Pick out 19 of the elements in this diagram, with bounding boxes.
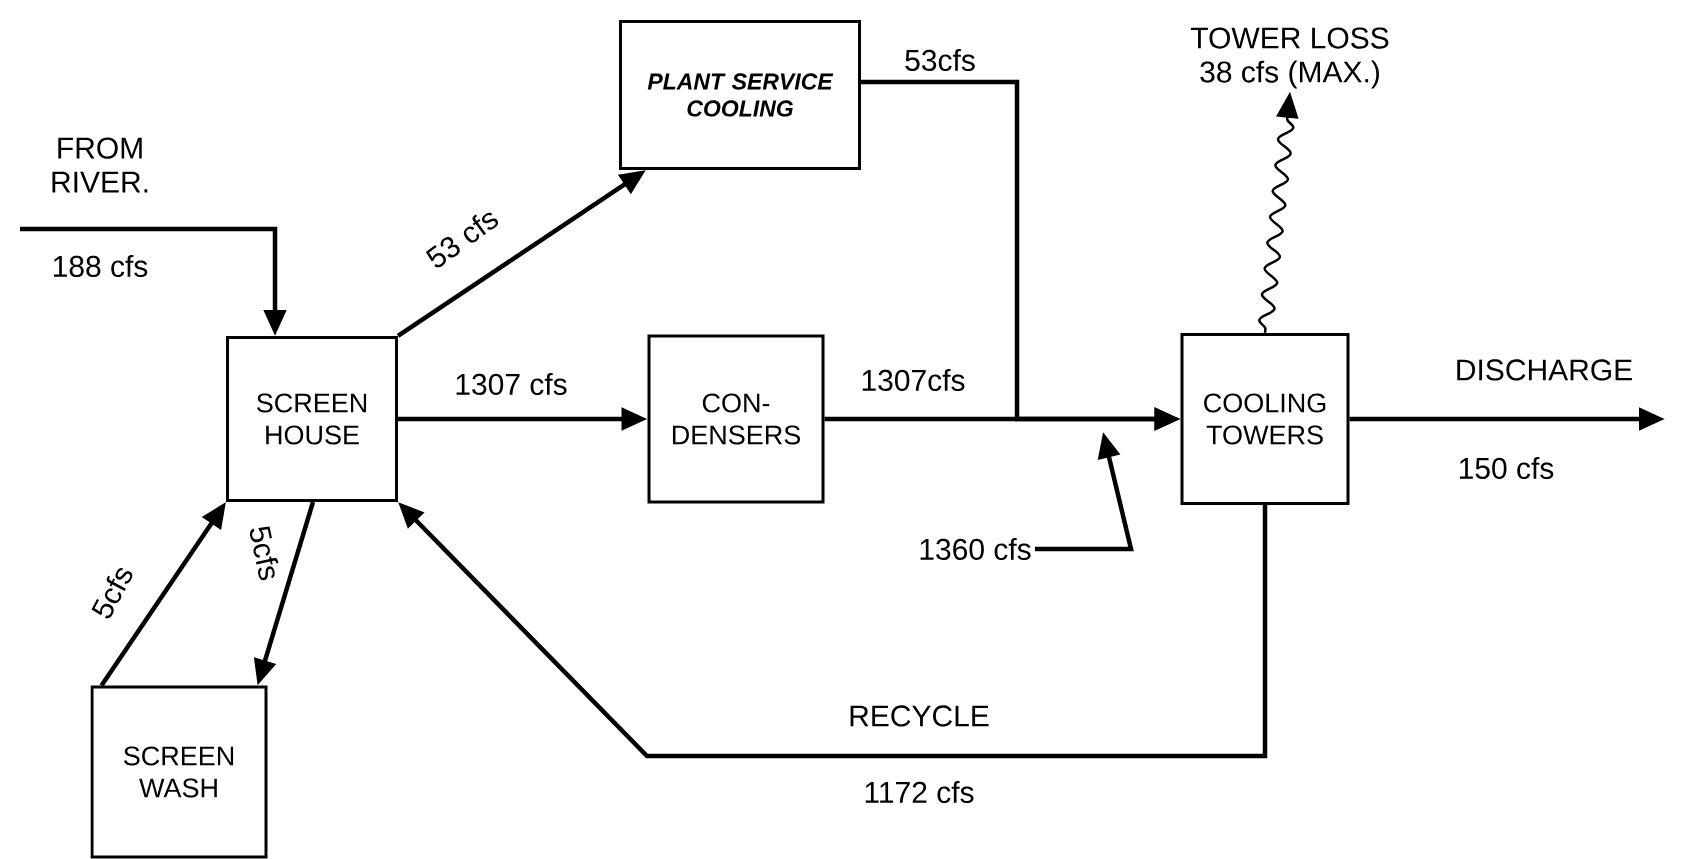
edge-label: 53 cfs — [420, 202, 504, 274]
process-box: CON- DENSERS — [647, 334, 825, 504]
flow-label: DISCHARGE — [1457, 359, 1632, 381]
edge-label: 1307cfs — [858, 367, 968, 393]
flow-label: RECYCLE — [850, 705, 989, 727]
edge-label: 188 cfs — [49, 253, 151, 279]
edge-label: 150 cfs — [1455, 455, 1557, 481]
flow-label: 1360 cfs — [920, 538, 1031, 560]
edge-label: 1172 cfs — [861, 779, 977, 805]
edge-label: 5cfs — [246, 521, 284, 585]
edge-label: 5cfs — [86, 559, 138, 625]
flow-label: TOWER LOSS 38 cfs (MAX.) — [1190, 27, 1389, 89]
process-box: SCREEN HOUSE — [226, 336, 398, 502]
process-box: SCREEN WASH — [90, 685, 268, 859]
flow-label: FROM RIVER. — [52, 137, 148, 193]
process-box: COOLING TOWERS — [1180, 333, 1350, 505]
edge-label: 53cfs — [902, 47, 978, 73]
process-box: PLANT SERVICE COOLING — [619, 20, 861, 170]
edge-label: 1307 cfs — [452, 371, 570, 397]
